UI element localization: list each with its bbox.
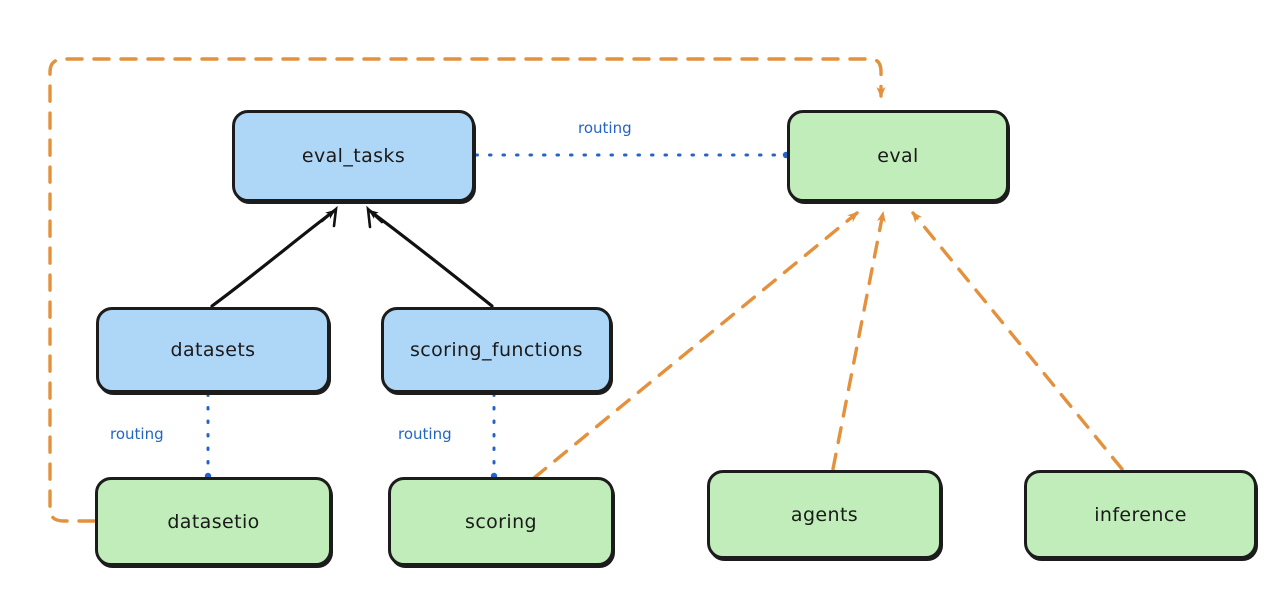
node-agents-label: agents xyxy=(790,503,859,526)
node-datasets-label: datasets xyxy=(170,339,256,361)
node-eval-label: eval xyxy=(877,145,919,167)
edge-datasets-to-datasetio xyxy=(204,392,212,480)
node-datasetio[interactable]: datasetio xyxy=(95,477,332,566)
edge-scoring-functions-to-scoring xyxy=(490,392,498,480)
node-datasetio-label: datasetio xyxy=(167,510,260,533)
node-datasets[interactable]: datasets xyxy=(96,307,330,393)
node-eval-tasks-label: eval_tasks xyxy=(301,145,406,167)
node-scoring-label: scoring xyxy=(465,510,537,533)
edge-label-routing-datasets-datasetio: routing xyxy=(110,425,164,443)
edge-label-routing-eval-tasks-eval: routing xyxy=(578,119,632,137)
edge-eval-tasks-to-eval xyxy=(474,151,790,159)
node-scoring[interactable]: scoring xyxy=(388,477,614,566)
node-scoring-functions[interactable]: scoring_functions xyxy=(381,307,612,393)
node-eval[interactable]: eval xyxy=(787,110,1009,202)
node-inference[interactable]: inference xyxy=(1024,470,1257,559)
node-scoring-functions-label: scoring_functions xyxy=(410,339,583,361)
node-eval-tasks[interactable]: eval_tasks xyxy=(232,110,475,202)
edge-label-routing-scoring-functions-scoring: routing xyxy=(398,425,452,443)
edge-inference-to-eval xyxy=(911,211,1124,471)
edge-datasetio-to-eval xyxy=(48,57,886,523)
edge-scoring-functions-to-eval-tasks xyxy=(366,205,494,308)
edge-agents-to-eval xyxy=(831,211,886,471)
node-agents[interactable]: agents xyxy=(707,470,942,559)
edge-scoring-to-eval xyxy=(532,211,859,480)
edge-datasets-to-eval-tasks xyxy=(210,205,338,308)
node-inference-label: inference xyxy=(1094,503,1187,526)
